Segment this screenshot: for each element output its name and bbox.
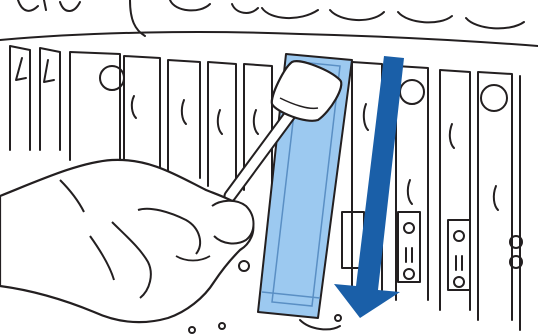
illustration-canvas [0,0,538,336]
instruction-illustration [0,0,538,336]
